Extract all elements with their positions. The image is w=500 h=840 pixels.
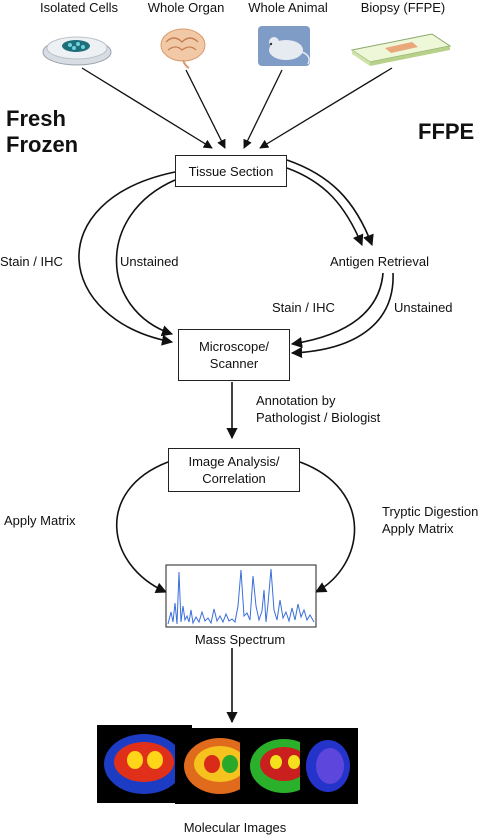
image-analysis-label: Image Analysis/ — [188, 454, 280, 469]
molecular-image-4 — [300, 728, 358, 804]
mouse-icon — [258, 26, 310, 66]
annotation-label: Annotation by Pathologist / Biologist — [256, 392, 380, 426]
source-icons — [42, 26, 452, 69]
antigen-retrieval-label: Antigen Retrieval — [330, 254, 429, 269]
tissue-section-box: Tissue Section — [175, 155, 287, 187]
source-label-whole-organ: Whole Organ — [147, 0, 225, 15]
tryptic-line-2: Apply Matrix — [382, 521, 454, 536]
stain-ihc-right-label: Stain / IHC — [272, 300, 335, 315]
frozen-label: Frozen — [6, 132, 79, 157]
scanner-label: Scanner — [209, 356, 259, 371]
stain-ihc-left-label: Stain / IHC — [0, 254, 63, 269]
petri-dish-icon — [42, 36, 112, 66]
fresh-frozen-label: Fresh Frozen — [6, 106, 78, 158]
molecular-images-label: Molecular Images — [183, 820, 287, 835]
correlation-label: Correlation — [202, 471, 266, 486]
tissue-section-label: Tissue Section — [188, 163, 274, 179]
microscope-scanner-box: Microscope/ Scanner — [178, 329, 290, 381]
source-label-whole-animal: Whole Animal — [248, 0, 328, 15]
ffpe-label: FFPE — [418, 119, 475, 144]
image-analysis-box: Image Analysis/ Correlation — [168, 448, 300, 492]
slide-icon — [350, 33, 452, 66]
apply-matrix-left-label: Apply Matrix — [4, 513, 76, 528]
tryptic-line-1: Tryptic Digestion — [382, 504, 479, 519]
unstained-right-label: Unstained — [394, 300, 453, 315]
mass-spectrum-label: Mass Spectrum — [194, 632, 286, 647]
unstained-left-label: Unstained — [120, 254, 179, 269]
molecular-image-1 — [97, 725, 192, 803]
brain-icon — [160, 28, 206, 69]
annotation-line-2: Pathologist / Biologist — [256, 410, 381, 425]
microscope-label: Microscope/ — [198, 339, 270, 354]
tryptic-digestion-label: Tryptic Digestion Apply Matrix — [382, 503, 478, 537]
mass-spectrum-trace — [167, 568, 315, 625]
source-label-isolated-cells: Isolated Cells — [39, 0, 119, 15]
fresh-label: Fresh — [6, 106, 66, 131]
source-label-biopsy: Biopsy (FFPE) — [360, 0, 446, 15]
annotation-line-1: Annotation by — [256, 393, 336, 408]
